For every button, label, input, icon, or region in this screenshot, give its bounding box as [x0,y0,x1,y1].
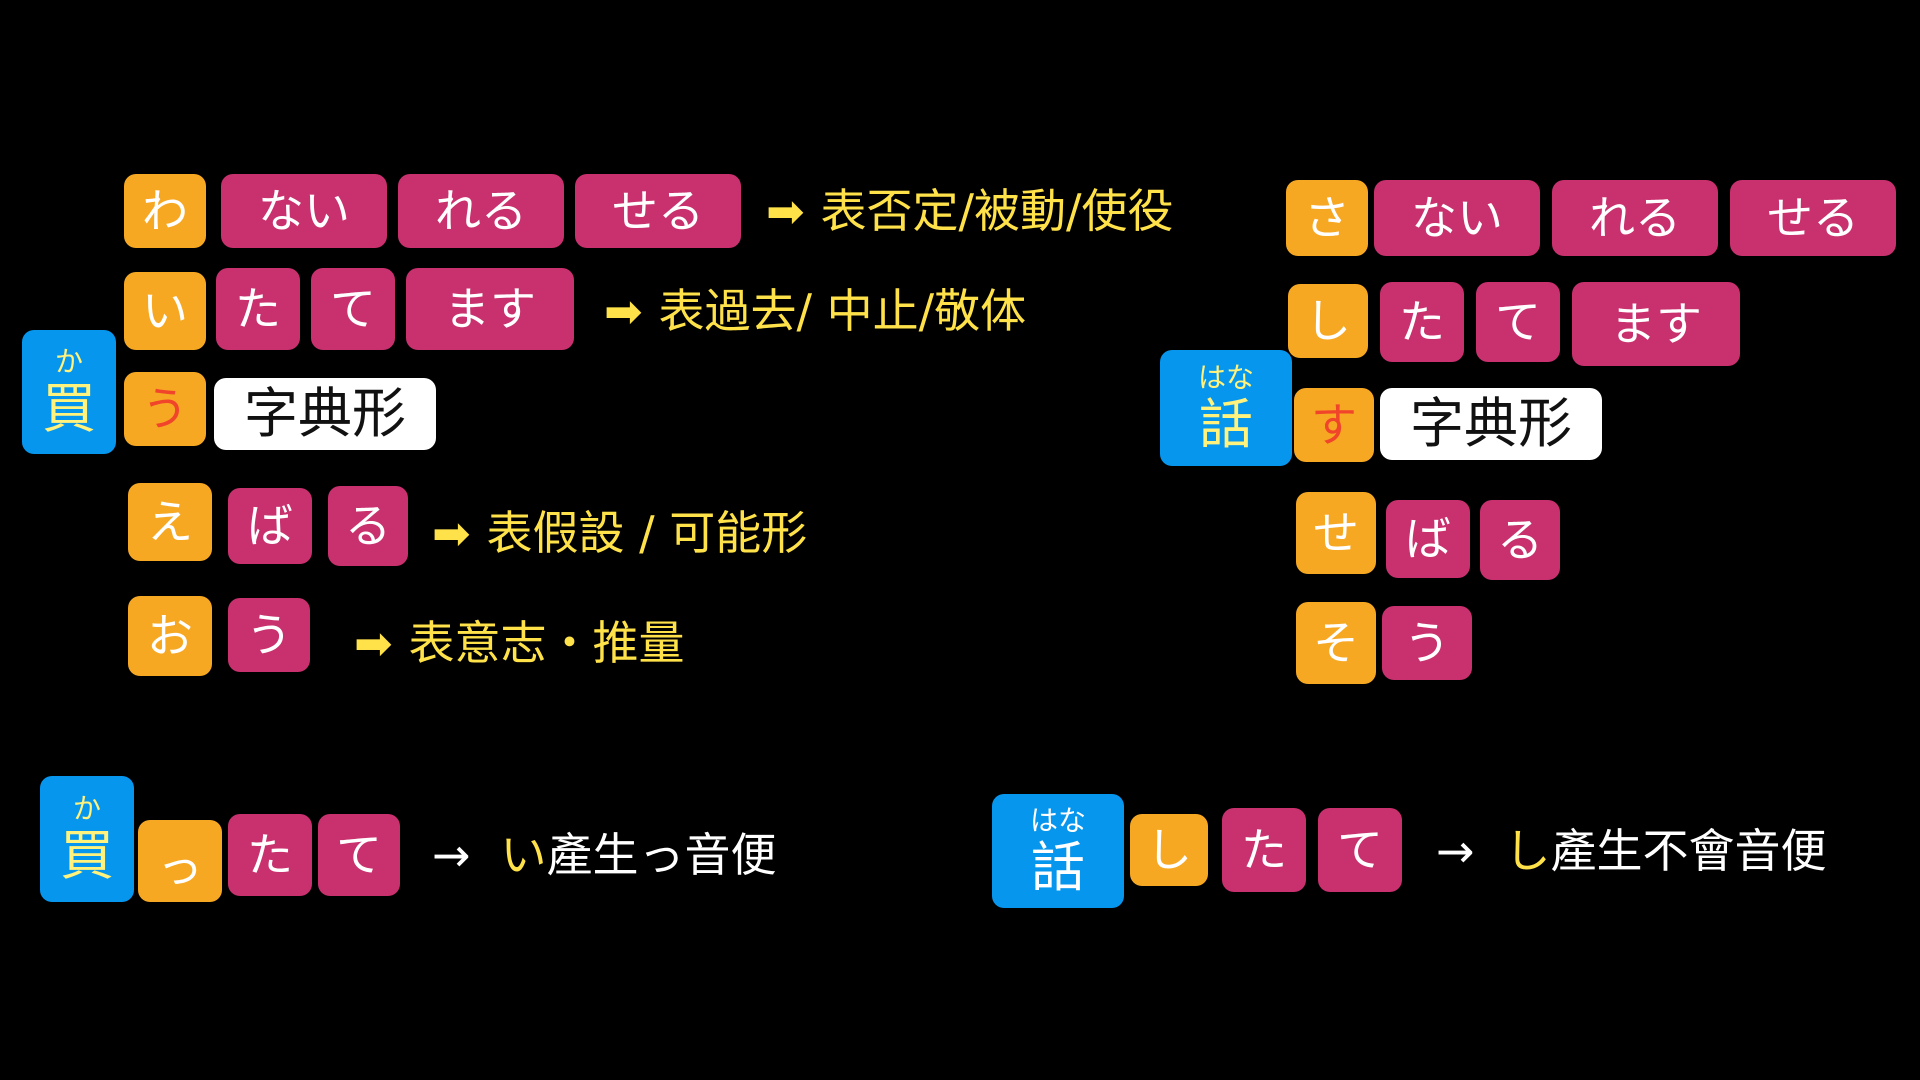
verb-ruby: はな [1029,804,1086,837]
suffix-tile-nai: ない [221,174,387,248]
suffix-tile-te: て [1318,808,1402,892]
stem-tile-o: お [128,596,212,676]
stem-tile-small-tsu: っ [138,820,222,902]
arrow-right-icon: ➡ [354,616,393,670]
verb-kanji: 買 [60,824,114,887]
suffix-tile-te: て [318,814,400,896]
suffix-tile-masu: ます [1572,282,1740,366]
dictionary-form-label: 字典形 [1380,388,1602,460]
suffix-tile-ba: ば [228,488,312,564]
suffix-tile-ba: ば [1386,500,1470,578]
stem-tile-shi: し [1130,814,1208,886]
note-volitional: ➡ 表意志・推量 [354,618,685,668]
suffix-tile-ta: た [228,814,312,896]
note-text: 表意志・推量 [408,616,685,670]
verb-ruby: か [54,345,83,378]
suffix-tile-seru: せる [575,174,741,248]
verb-kanji-box-kau: か 買 [40,776,134,902]
suffix-tile-ta: た [1222,808,1306,892]
arrow-right-icon: ➡ [432,506,471,560]
suffix-tile-ta: た [1380,282,1464,362]
suffix-tile-seru: せる [1730,180,1896,256]
note-past-connective-polite: ➡ 表過去/ 中止/敬体 [604,286,1026,336]
verb-kanji-box-kau: か 買 [22,330,116,454]
note-negative-passive-causative: ➡ 表否定/被動/使役 [766,186,1174,236]
verb-kanji: 話 [1031,836,1085,899]
suffix-tile-te: て [1476,282,1560,362]
verb-kanji-box-hanasu: はな 話 [1160,350,1292,466]
note-text: 產生っ音便 [546,828,777,882]
verb-ruby: か [72,792,101,825]
suffix-tile-u: う [228,598,310,672]
verb-kanji: 買 [42,377,96,440]
suffix-tile-te: て [311,268,395,350]
note-highlight: い [500,828,547,882]
arrow-right-icon: → [432,828,471,882]
stem-char: う [142,382,188,436]
stem-tile-shi: し [1288,284,1368,358]
suffix-tile-ta: た [216,268,300,350]
arrow-right-icon: ➡ [604,284,643,338]
stem-tile-e: え [128,483,212,561]
note-highlight: し [1504,824,1551,878]
verb-kanji-box-hanasu: はな 話 [992,794,1124,908]
stem-tile-su: す [1294,388,1374,462]
suffix-tile-nai: ない [1374,180,1540,256]
suffix-tile-ru: る [328,486,408,566]
note-sound-change-tsu: → い 產生っ音便 [432,830,777,880]
stem-tile-u: う [124,372,206,446]
suffix-tile-ru: る [1480,500,1560,580]
note-text: 表否定/被動/使役 [820,184,1174,238]
note-text: 產生不會音便 [1550,824,1827,878]
suffix-tile-reru: れる [398,174,564,248]
note-text: 表假設 / 可能形 [486,506,808,560]
stem-tile-sa: さ [1286,180,1368,256]
note-no-sound-change: → し 產生不會音便 [1436,826,1827,876]
dictionary-form-label: 字典形 [214,378,436,450]
stem-tile-so: そ [1296,602,1376,684]
note-text: 表過去/ 中止/敬体 [658,284,1027,338]
stem-tile-wa: わ [124,174,206,248]
stem-tile-se: せ [1296,492,1376,574]
suffix-tile-masu: ます [406,268,574,350]
arrow-right-icon: ➡ [766,184,805,238]
verb-kanji: 話 [1199,393,1253,456]
stem-char: す [1311,398,1357,452]
suffix-tile-u: う [1382,606,1472,680]
verb-ruby: はな [1197,361,1254,394]
stem-tile-i: い [124,272,206,350]
suffix-tile-reru: れる [1552,180,1718,256]
arrow-right-icon: → [1436,824,1475,878]
note-conditional-potential: ➡ 表假設 / 可能形 [432,508,807,558]
